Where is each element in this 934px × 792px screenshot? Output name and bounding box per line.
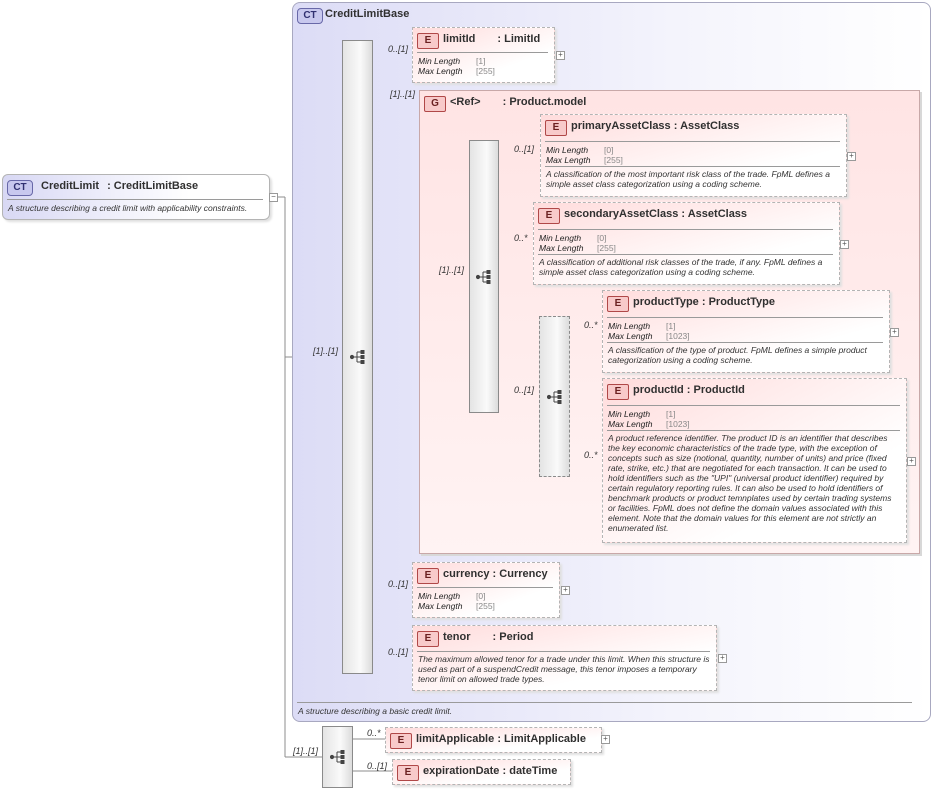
facet-max-length: Max Length[255] (539, 243, 616, 253)
cardinality-label: 0..[1] (388, 647, 409, 657)
facet-min-length: Min Length[0] (546, 145, 614, 155)
sequence-compositor[interactable] (342, 40, 373, 674)
facet-max-length: Max Length[1023] (608, 419, 690, 429)
element-doc: The maximum allowed tenor for a trade un… (418, 654, 710, 684)
element-doc: A classification of the most important r… (546, 169, 830, 189)
facet-min-length: Min Length[1] (418, 56, 486, 66)
element-producttype[interactable]: E productType : ProductType Min Length[1… (602, 290, 890, 373)
divider (607, 342, 883, 343)
divider (417, 651, 710, 652)
facet-max-length: Max Length[255] (418, 66, 495, 76)
element-badge-icon: E (538, 208, 560, 224)
expand-toggle-icon[interactable]: + (601, 735, 610, 744)
element-productid[interactable]: E productId : ProductId Min Length[1] Ma… (602, 378, 907, 543)
element-title: secondaryAssetClass : AssetClass (564, 208, 748, 220)
cardinality-label: 0..[1] (388, 579, 409, 589)
sequence-icon (329, 750, 344, 764)
cardinality-label: [1]..[1] (313, 346, 339, 356)
element-limitapplicable[interactable]: E limitApplicable : LimitApplicable (385, 727, 602, 753)
element-tenor[interactable]: E tenor: Period The maximum allowed teno… (412, 625, 717, 691)
divider (297, 702, 912, 703)
facet-min-length: Min Length[1] (608, 321, 676, 331)
facet-max-length: Max Length[1023] (608, 331, 690, 341)
expand-toggle-icon[interactable]: + (561, 586, 570, 595)
cardinality-label: 0..* (584, 320, 598, 330)
expand-toggle-icon[interactable]: + (840, 240, 849, 249)
root-doc: A structure describing a credit limit wi… (8, 203, 248, 213)
sequence-icon (349, 350, 364, 364)
expand-toggle-icon[interactable]: + (556, 51, 565, 60)
element-title: primaryAssetClass : AssetClass (571, 120, 740, 132)
element-secondaryassetclass[interactable]: E secondaryAssetClass : AssetClass Min L… (533, 202, 840, 285)
root-element-creditlimit[interactable]: CT CreditLimit: CreditLimitBase A struct… (2, 174, 270, 220)
facet-min-length: Min Length[0] (539, 233, 607, 243)
root-element-title: CreditLimit: CreditLimitBase (41, 180, 199, 192)
element-badge-icon: E (397, 765, 419, 781)
expand-toggle-icon[interactable]: + (847, 152, 856, 161)
divider (538, 229, 833, 230)
divider (607, 405, 900, 406)
element-badge-icon: E (607, 384, 629, 400)
element-badge-icon: E (545, 120, 567, 136)
element-title: productId : ProductId (633, 384, 745, 396)
divider (607, 430, 900, 431)
element-title: currency : Currency (443, 568, 548, 580)
sequence-compositor[interactable] (469, 140, 499, 413)
group-badge-icon: G (424, 96, 446, 112)
expand-toggle-icon[interactable]: + (890, 328, 899, 337)
element-title: productType : ProductType (633, 296, 776, 308)
cardinality-label: 0..[1] (514, 385, 535, 395)
divider (7, 199, 263, 200)
cardinality-label: 0..* (514, 233, 528, 243)
facet-max-length: Max Length[255] (546, 155, 623, 165)
element-badge-icon: E (607, 296, 629, 312)
divider (538, 254, 833, 255)
choice-compositor[interactable] (539, 316, 570, 477)
facet-min-length: Min Length[1] (608, 409, 676, 419)
sequence-compositor[interactable] (322, 726, 353, 788)
complex-type-doc: A structure describing a basic credit li… (298, 706, 453, 716)
complex-type-title: CreditLimitBase (325, 8, 410, 20)
element-doc: A classification of additional risk clas… (539, 257, 823, 277)
group-title: <Ref>: Product.model (450, 96, 587, 108)
cardinality-label: 0..* (584, 450, 598, 460)
element-doc: A product reference identifier. The prod… (608, 433, 892, 533)
element-badge-icon: E (390, 733, 412, 749)
expand-toggle-icon[interactable]: + (718, 654, 727, 663)
element-badge-icon: E (417, 33, 439, 49)
cardinality-label: 0..* (367, 728, 381, 738)
complex-type-badge-icon: CT (7, 180, 33, 196)
element-title: limitApplicable : LimitApplicable (416, 733, 586, 745)
element-badge-icon: E (417, 631, 439, 647)
divider (417, 587, 553, 588)
facet-min-length: Min Length[0] (418, 591, 486, 601)
divider (417, 52, 548, 53)
choice-icon (546, 389, 561, 404)
cardinality-label: 0..[1] (388, 44, 409, 54)
cardinality-label: 0..[1] (367, 761, 388, 771)
element-title: limitId: LimitId (443, 33, 541, 45)
cardinality-label: [1]..[1] (390, 89, 416, 99)
collapse-toggle-icon[interactable]: − (269, 193, 278, 202)
element-expirationdate[interactable]: E expirationDate : dateTime (392, 759, 571, 785)
element-currency[interactable]: E currency : Currency Min Length[0] Max … (412, 562, 560, 618)
cardinality-label: 0..[1] (514, 144, 535, 154)
element-title: expirationDate : dateTime (423, 765, 558, 777)
divider (607, 317, 883, 318)
cardinality-label: [1]..[1] (293, 746, 319, 756)
element-badge-icon: E (417, 568, 439, 584)
element-doc: A classification of the type of product.… (608, 345, 867, 365)
sequence-icon (476, 269, 491, 284)
cardinality-label: [1]..[1] (439, 265, 465, 275)
complex-type-badge-icon: CT (297, 8, 323, 24)
divider (545, 141, 840, 142)
divider (545, 166, 840, 167)
expand-toggle-icon[interactable]: + (907, 457, 916, 466)
element-title: tenor: Period (443, 631, 534, 643)
element-limitid[interactable]: E limitId: LimitId Min Length[1] Max Len… (412, 27, 555, 83)
element-primaryassetclass[interactable]: E primaryAssetClass : AssetClass Min Len… (540, 114, 847, 197)
facet-max-length: Max Length[255] (418, 601, 495, 611)
